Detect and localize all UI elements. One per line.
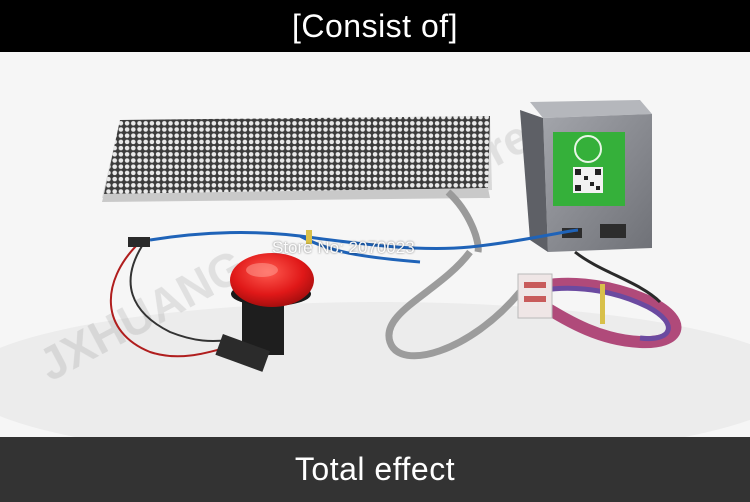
led-matrix-panel — [102, 116, 492, 253]
product-photo: JXHUANG Store — [0, 52, 750, 437]
controller-box — [520, 100, 652, 252]
product-photo-graphic: JXHUANG Store — [0, 52, 750, 437]
footer-bar: Total effect — [0, 437, 750, 502]
header-bar: [Consist of] — [0, 0, 750, 52]
header-title: [Consist of] — [291, 7, 459, 44]
red-push-button — [215, 253, 314, 372]
footer-caption: Total effect — [294, 451, 456, 487]
ribbon-cable-coil — [517, 250, 682, 349]
store-number-label: Store No: 2070023 — [272, 238, 415, 257]
